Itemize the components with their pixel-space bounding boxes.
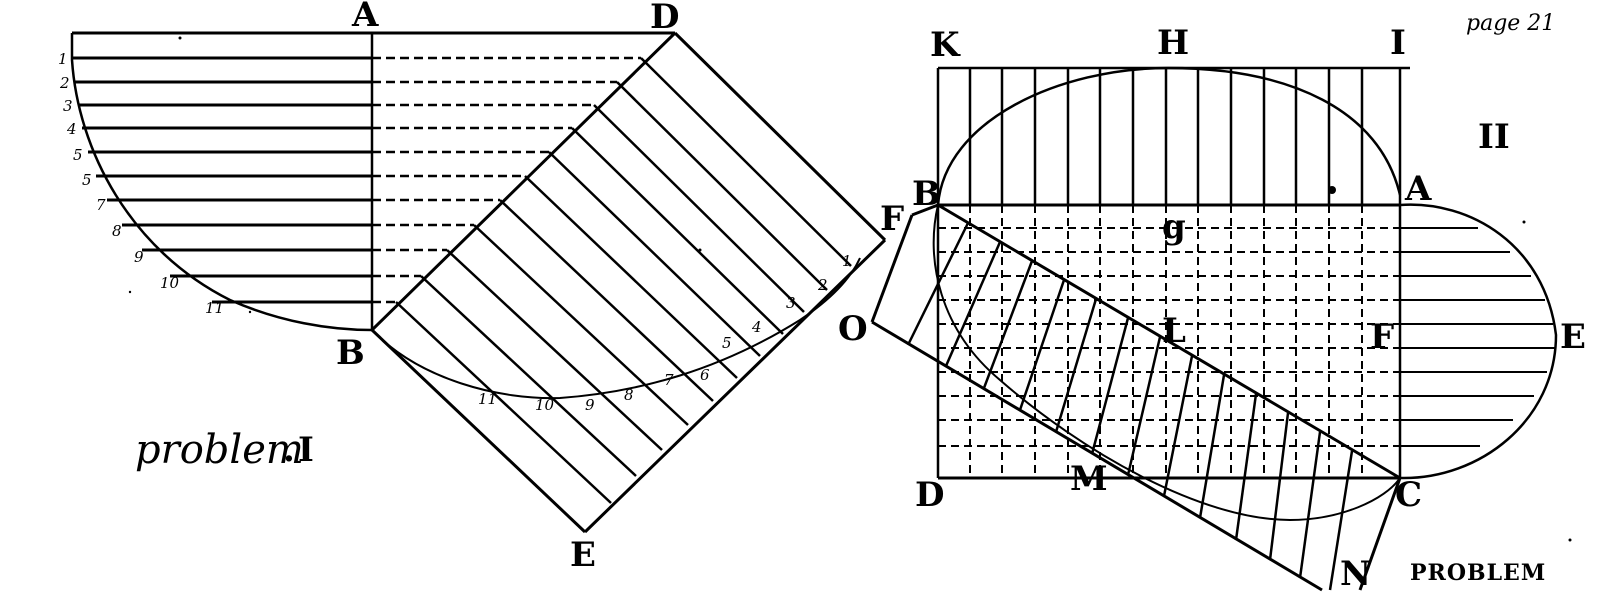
fig2-label-E: E [1560, 317, 1586, 357]
fig1-curve-number: 2 [817, 276, 828, 294]
fig2-band-hatching [906, 222, 1354, 591]
fig1-label-E: E [570, 535, 596, 575]
fig2-label-H: H [1157, 23, 1189, 63]
fig2-oblique-band [870, 203, 1402, 592]
fig1-left-numbers: 1 2 3 4 5 5 7 8 9 10 11 [58, 50, 224, 317]
fig2-label-A: A [1404, 169, 1432, 209]
fig2-label-F-left: F [880, 199, 904, 239]
fig2-lower-curve [932, 204, 1401, 522]
fig2-numeral: II [1478, 117, 1510, 157]
fig1-curve-number: 7 [664, 371, 674, 389]
fig2-dashed-horizontals [938, 227, 1400, 447]
fig1-curve-number: 6 [700, 366, 710, 384]
fig1-solid-ordinates [72, 56, 372, 304]
fig2-right-horizontals [1400, 227, 1555, 447]
fig2-label-L: L [1162, 311, 1186, 351]
fig2-specks [1328, 186, 1572, 542]
fig1-label-D: D [650, 0, 679, 37]
fig1-left-number: 9 [134, 248, 144, 266]
fig1-curve-numbers: 1 2 3 4 5 6 7 8 9 10 11 [478, 252, 852, 414]
fig2-label-I: I [1390, 23, 1406, 63]
fig2-label-C: C [1395, 475, 1422, 515]
fig1-caption-dot: . [283, 430, 295, 470]
fig1-curve-number: 3 [786, 294, 796, 312]
fig1-left-number: 5 [82, 171, 92, 189]
fig2-label-B: B [912, 174, 941, 214]
fig1-left-number: 7 [96, 196, 106, 214]
figure-two [870, 66, 1572, 592]
fig1-slanted-ordinates [395, 57, 852, 504]
fig1-left-number: 5 [73, 146, 83, 164]
fig1-curve-number: 5 [722, 334, 732, 352]
fig1-curve-number: 9 [585, 396, 595, 414]
fig1-left-number: 1 [58, 50, 68, 68]
fig1-caption: problem [135, 427, 304, 473]
fig1-specks [128, 36, 702, 314]
fig2-label-O: O [838, 309, 868, 349]
fig1-left-number: 3 [63, 97, 73, 115]
fig1-caption-numeral: I [298, 430, 314, 470]
page-label: page 21 [1466, 11, 1555, 36]
fig1-dashed-ordinates [372, 56, 641, 304]
fig1-curve-number: 1 [842, 252, 852, 270]
fig1-left-number: 2 [59, 74, 70, 92]
fig1-left-number: 8 [112, 222, 122, 240]
figure-one [70, 31, 887, 534]
fig2-right-ellipse [1399, 203, 1558, 480]
fig1-left-number: 10 [160, 274, 180, 292]
fig2-label-D: D [915, 475, 944, 515]
fig2-label-K: K [930, 25, 961, 65]
fig1-label-A: A [351, 0, 379, 35]
fig2-label-M: M [1070, 459, 1108, 499]
fig2-upper-ellipse [936, 66, 1402, 206]
fig1-label-B: B [336, 333, 365, 373]
fig1-oblique-rectangle [370, 31, 887, 534]
fig2-caption: PROBLEM [1410, 560, 1546, 586]
fig1-curve-number: 4 [751, 318, 762, 336]
fig2-label-g: g [1162, 207, 1186, 247]
fig1-curve-number: 10 [535, 396, 555, 414]
fig1-projected-curve [371, 257, 861, 400]
fig2-upper-verticals [936, 68, 1402, 478]
fig2-dashed-verticals [969, 205, 1363, 478]
fig1-curve-number: 11 [478, 390, 497, 408]
fig1-curve-number: 8 [624, 386, 634, 404]
fig1-left-number: 4 [66, 120, 77, 138]
fig1-left-number: 11 [205, 299, 224, 317]
fig1-outer-curve [70, 33, 373, 332]
fig2-label-F: F [1370, 317, 1394, 357]
fig2-label-N: N [1340, 554, 1371, 594]
